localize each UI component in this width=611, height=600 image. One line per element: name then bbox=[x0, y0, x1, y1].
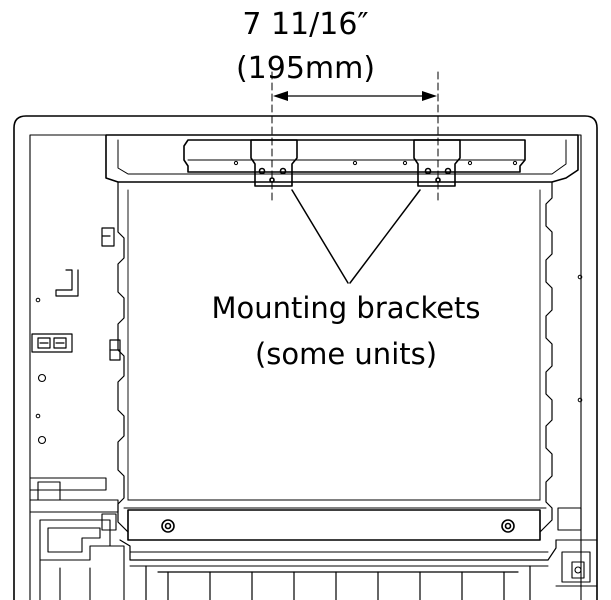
dimension-arrowhead-right bbox=[422, 91, 437, 101]
bottom-fins bbox=[145, 565, 531, 600]
left-hole-4 bbox=[37, 435, 47, 445]
left-hole-2 bbox=[37, 373, 47, 383]
callout-note: (some units) bbox=[254, 337, 438, 371]
left-clip bbox=[101, 227, 115, 247]
left-hole-3 bbox=[35, 413, 41, 419]
front-edge bbox=[119, 539, 557, 561]
left-connector bbox=[31, 333, 73, 353]
left-hole-1 bbox=[35, 297, 41, 303]
dimension-fraction-label: 7 11/16″ bbox=[242, 7, 369, 42]
paper-bay-right-wall bbox=[539, 181, 553, 533]
plate-screws bbox=[233, 160, 518, 166]
callout-pointer-lines bbox=[291, 189, 421, 284]
top-rail-lip bbox=[117, 139, 567, 175]
roller-screws bbox=[161, 519, 515, 533]
left-switch bbox=[109, 339, 121, 361]
dimension-arrowhead-left bbox=[273, 91, 288, 101]
right-mounting-bracket bbox=[413, 139, 461, 187]
left-l-bracket bbox=[55, 269, 79, 297]
dimension-metric-label: (195mm) bbox=[235, 51, 376, 86]
top-rail bbox=[105, 134, 579, 183]
bracket-base-plate bbox=[183, 139, 526, 173]
callout-label: Mounting brackets bbox=[211, 291, 481, 325]
paper-bay-left-wall bbox=[117, 181, 129, 533]
roller-bar bbox=[127, 509, 541, 541]
right-bottom-mechanism bbox=[555, 507, 598, 587]
left-bottom-mechanism bbox=[29, 477, 125, 600]
dimension-extension-lines bbox=[271, 71, 439, 201]
right-hole-1 bbox=[577, 274, 583, 280]
right-hole-2 bbox=[577, 397, 583, 403]
left-mounting-bracket bbox=[250, 139, 298, 187]
outer-housing bbox=[13, 115, 598, 600]
